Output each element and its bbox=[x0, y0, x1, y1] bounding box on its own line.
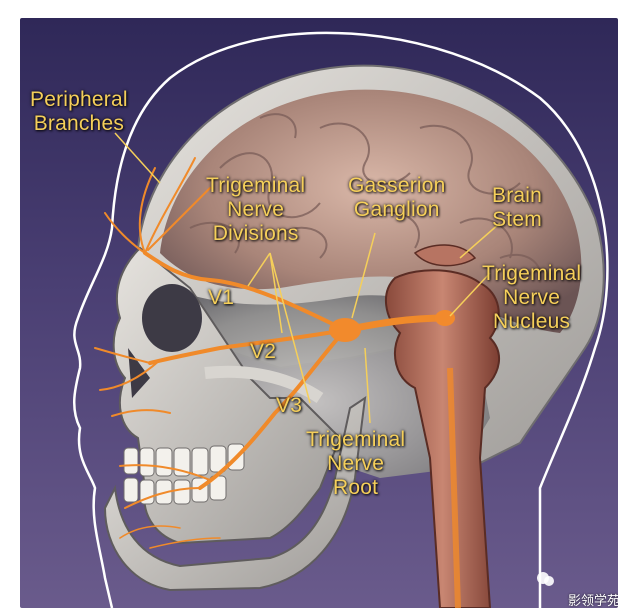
mandible bbox=[103, 395, 367, 592]
label-v1: V1 bbox=[208, 286, 235, 309]
wechat-icon bbox=[537, 572, 554, 586]
eye-orbit bbox=[142, 284, 202, 352]
label-brain-stem: Brain Stem bbox=[492, 184, 543, 231]
brain-stem bbox=[384, 269, 500, 608]
label-trigeminal-nerve-root: Trigeminal Nerve Root bbox=[306, 428, 406, 499]
midbrain bbox=[413, 244, 477, 267]
head-outline bbox=[73, 31, 609, 608]
label-trigeminal-nerve-divisions: Trigeminal Nerve Divisions bbox=[206, 174, 306, 245]
label-v3: V3 bbox=[276, 394, 303, 417]
head-diagram bbox=[20, 18, 618, 608]
brain-gyri bbox=[189, 113, 542, 284]
label-v2: V2 bbox=[250, 340, 277, 363]
label-gasserion-ganglion: Gasserion Ganglion bbox=[348, 174, 446, 221]
nasal-cavity bbox=[128, 348, 150, 398]
watermark-text: 影领学苑 bbox=[568, 594, 618, 608]
label-trigeminal-nerve-nucleus: Trigeminal Nerve Nucleus bbox=[482, 262, 582, 333]
zygomatic-arch bbox=[204, 365, 324, 404]
label-peripheral-branches: Peripheral Branches bbox=[30, 88, 128, 135]
gasserian-ganglion bbox=[329, 318, 361, 342]
leader-lines bbox=[114, 132, 501, 424]
brain bbox=[160, 89, 582, 333]
nerve-nucleus bbox=[435, 310, 455, 326]
spinal-tract bbox=[447, 367, 461, 608]
anatomy-illustration: Peripheral Branches Trigeminal Nerve Div… bbox=[20, 18, 618, 608]
